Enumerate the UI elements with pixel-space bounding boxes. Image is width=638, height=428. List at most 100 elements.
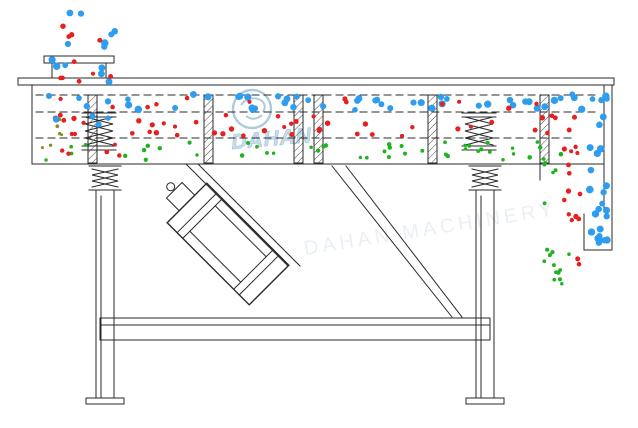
discharge-green-particle — [547, 253, 552, 258]
top-layer-blue-particle — [484, 100, 492, 108]
mid-layer-red-particle — [354, 131, 360, 137]
bottom-layer-green-particle — [122, 153, 128, 159]
bottom-layer-green-particle — [255, 144, 259, 149]
bottom-layer-green-particle — [265, 150, 269, 155]
bottom-layer-green-particle — [538, 145, 543, 150]
discharge-green-particle — [542, 259, 547, 264]
discharge-blue-pool-particle — [594, 234, 602, 242]
bottom-layer-green-particle — [321, 145, 326, 149]
discharge-green-particle — [560, 282, 564, 286]
top-layer-red-particle — [145, 104, 150, 110]
mid-layer-red-particle — [316, 126, 323, 133]
discharge-green-particle — [542, 162, 547, 167]
mid-layer-red-particle — [552, 115, 558, 121]
discharge-blue-particle — [596, 121, 603, 129]
support-leg-right — [465, 189, 505, 405]
brand-logo-swirl-icon — [240, 97, 266, 120]
discharge-red-particle — [566, 170, 572, 176]
top-layer-blue-particle — [124, 101, 133, 109]
top-layer-blue-particle — [355, 95, 363, 102]
bottom-layer-green-particle — [271, 151, 276, 155]
bottom-layer-green-particle — [420, 148, 425, 153]
top-layer-blue-particle — [506, 96, 514, 104]
top-layer-blue-particle — [475, 102, 482, 109]
bottom-layer-green-particle — [511, 152, 516, 156]
mid-layer-red-particle — [69, 131, 75, 137]
discharge-green-particle — [542, 201, 547, 206]
bottom-layer-green-particle — [195, 153, 199, 157]
top-layer-blue-particle — [236, 92, 244, 100]
top-layer-blue-particle — [533, 104, 541, 112]
bottom-layer-green-particle — [239, 153, 245, 158]
top-layer-blue-particle — [550, 96, 559, 105]
top-layer-red-particle — [343, 99, 349, 105]
mid-layer-blue-particle — [105, 115, 111, 121]
feed-stream-blue-particle — [64, 40, 72, 48]
top-layer-blue-particle — [541, 103, 549, 111]
discharge-red-particle — [561, 146, 567, 152]
motor-bracket — [185, 163, 463, 318]
bottom-layer-green-particle — [443, 140, 447, 145]
isolation-spring-right — [461, 112, 497, 151]
discharge-blue-particle — [586, 144, 594, 152]
discharge-red-particle — [566, 127, 572, 133]
bottom-layer-green-particle — [535, 140, 540, 144]
feed-stream-blue-particle — [101, 39, 109, 47]
discharge-blue-particle — [587, 228, 596, 236]
discharge-blue-particle — [596, 145, 605, 153]
mid-layer-red-particle — [410, 125, 415, 130]
mid-layer-red-particle — [362, 121, 369, 127]
feed-stream-red-particle — [60, 23, 66, 29]
mid-layer-red-particle — [57, 112, 63, 118]
feed-inlet — [43, 55, 115, 79]
feed-stream-red-particle — [90, 71, 96, 76]
discharge-blue-particle — [602, 182, 610, 190]
discharge-red-particle — [565, 188, 572, 194]
bottom-layer-green-particle — [382, 149, 387, 154]
mid-layer-red-particle — [369, 132, 375, 137]
bottom-layer-green-particle — [402, 151, 408, 156]
mid-layer-red-particle — [241, 133, 246, 138]
discharge-green-particle — [552, 277, 557, 282]
discharge-blue-particle — [599, 200, 606, 207]
top-layer-blue-particle — [45, 92, 53, 99]
mid-layer-red-particle — [282, 124, 287, 130]
top-layer-blue-particle — [83, 102, 90, 110]
bottom-layer-green-particle — [386, 154, 391, 160]
top-layer-blue-particle — [557, 95, 564, 102]
brand-logo-circle-icon — [231, 88, 273, 130]
mid-layer-red-particle — [289, 131, 295, 138]
bottom-layer-green-particle — [83, 143, 88, 147]
discharge-red-particle — [566, 212, 572, 217]
top-layer-blue-particle — [509, 101, 517, 109]
feed-stream-red-particle — [71, 59, 77, 65]
top-layer-blue-particle — [443, 95, 450, 102]
top-layer-blue-particle — [76, 95, 82, 101]
discharge-blue-particle — [587, 166, 595, 174]
bottom-layer-green-particle — [145, 143, 151, 149]
feed-stream-blue-particle — [66, 9, 74, 17]
discharge-green-particle — [557, 277, 563, 282]
discharge-blue-particle — [603, 95, 610, 102]
leg-mount-spring-left — [88, 165, 122, 191]
mid-layer-red-particle — [161, 121, 166, 126]
mid-layer-red-particle — [228, 126, 235, 132]
top-layer-blue-particle — [305, 97, 312, 104]
mid-layer-red-particle — [223, 112, 229, 118]
discharge-green-spread-particle — [567, 252, 571, 256]
top-layer-red-particle — [506, 105, 512, 111]
top-layer-blue-particle — [428, 104, 436, 112]
top-layer-blue-particle — [290, 103, 297, 111]
discharge-blue-pool-particle — [601, 237, 608, 244]
top-layer-blue-particle — [417, 99, 425, 107]
bottom-layer-red-particle — [104, 149, 110, 155]
discharge-blue-particle — [602, 206, 611, 214]
feed-stream-red-particle — [76, 78, 82, 84]
discharge-green-spread-particle — [551, 263, 556, 268]
mid-layer-red-particle — [399, 133, 405, 138]
discharge-red-particle — [562, 197, 567, 203]
left-fines-olive-particle — [40, 146, 44, 150]
bottom-layer-green-particle — [463, 147, 468, 151]
left-fines-olive-particle — [48, 143, 53, 147]
left-fines-olive-particle — [58, 118, 62, 122]
